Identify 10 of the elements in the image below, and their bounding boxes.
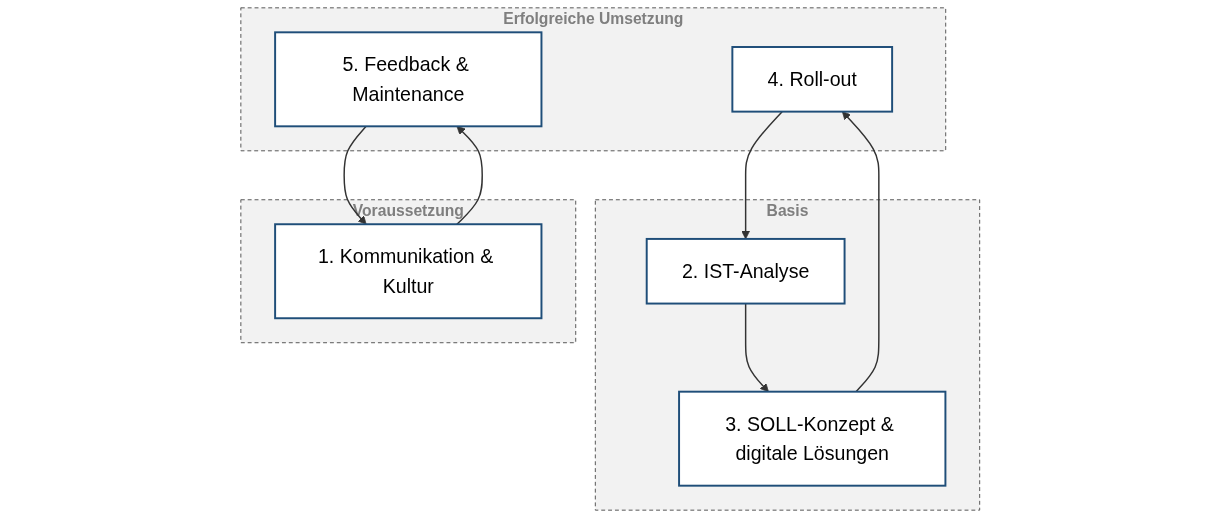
node-box: 1. Kommunikation & Kultur bbox=[274, 223, 543, 320]
node-box: 5. Feedback & Maintenance bbox=[274, 31, 543, 128]
arrow bbox=[456, 125, 484, 225]
arrow bbox=[343, 125, 368, 225]
arrow bbox=[745, 302, 770, 393]
node-box: 3. SOLL-Konzept & digitale Lösungen bbox=[678, 390, 947, 487]
arrow bbox=[741, 110, 784, 240]
node-box: 4. Roll-out bbox=[731, 46, 894, 113]
arrow bbox=[842, 111, 880, 393]
node-box: 2. IST-Analyse bbox=[645, 237, 846, 305]
